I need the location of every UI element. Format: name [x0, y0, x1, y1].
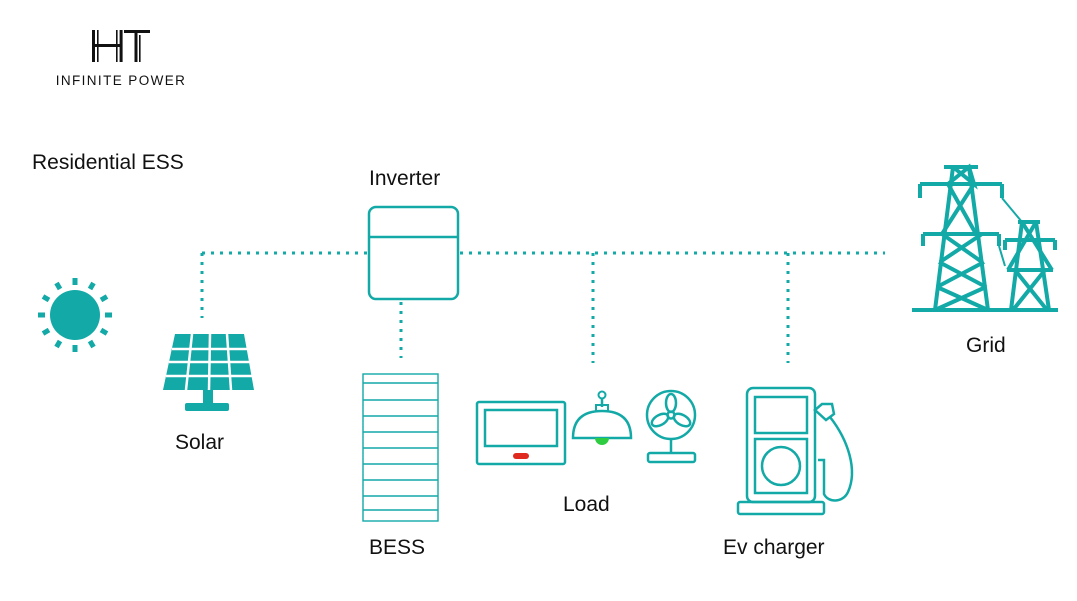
lamp-icon: [571, 390, 633, 445]
solar-label: Solar: [175, 431, 225, 454]
fan-icon: [645, 389, 697, 464]
connection-lines: [200, 251, 885, 363]
inverter-icon: [367, 205, 460, 301]
solar-panel-icon: [163, 333, 254, 411]
sun-icon: [38, 278, 112, 352]
logo-tagline: INFINITE POWER: [55, 73, 187, 88]
ev-charger-label: Ev charger: [723, 536, 825, 559]
ev-charger-icon: [736, 386, 854, 516]
page-title: Residential ESS: [32, 151, 184, 174]
bess-battery-icon: [362, 373, 439, 522]
inverter-label: Inverter: [369, 167, 441, 190]
ht-logo-mark: [92, 30, 150, 62]
brand-logo: INFINITE POWER: [40, 28, 202, 90]
grid-label: Grid: [966, 334, 1006, 357]
tv-icon: [475, 400, 567, 466]
bess-label: BESS: [369, 536, 426, 559]
load-label: Load: [563, 493, 610, 516]
grid-tower-icon: [912, 163, 1058, 312]
